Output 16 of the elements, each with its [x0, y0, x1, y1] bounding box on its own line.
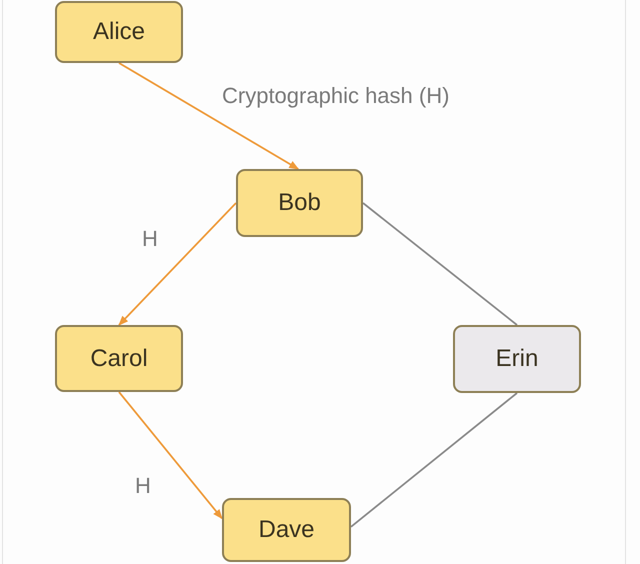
connector-line [350, 392, 518, 528]
node-label: Carol [90, 344, 148, 372]
connector-line [362, 202, 518, 326]
person-box [55, 325, 183, 392]
person-box [55, 1, 183, 63]
arrow [118, 391, 223, 520]
node-label: Alice [92, 18, 146, 46]
person-box [222, 498, 351, 562]
node-label: Bob [278, 189, 321, 217]
node-label: Dave [258, 516, 315, 544]
edge-label: Cryptographic hash (H) [222, 84, 450, 108]
person-box [453, 325, 581, 393]
arrow [118, 62, 300, 170]
node-label: Erin [496, 345, 538, 373]
arrow [118, 202, 237, 326]
person-box [236, 169, 363, 237]
